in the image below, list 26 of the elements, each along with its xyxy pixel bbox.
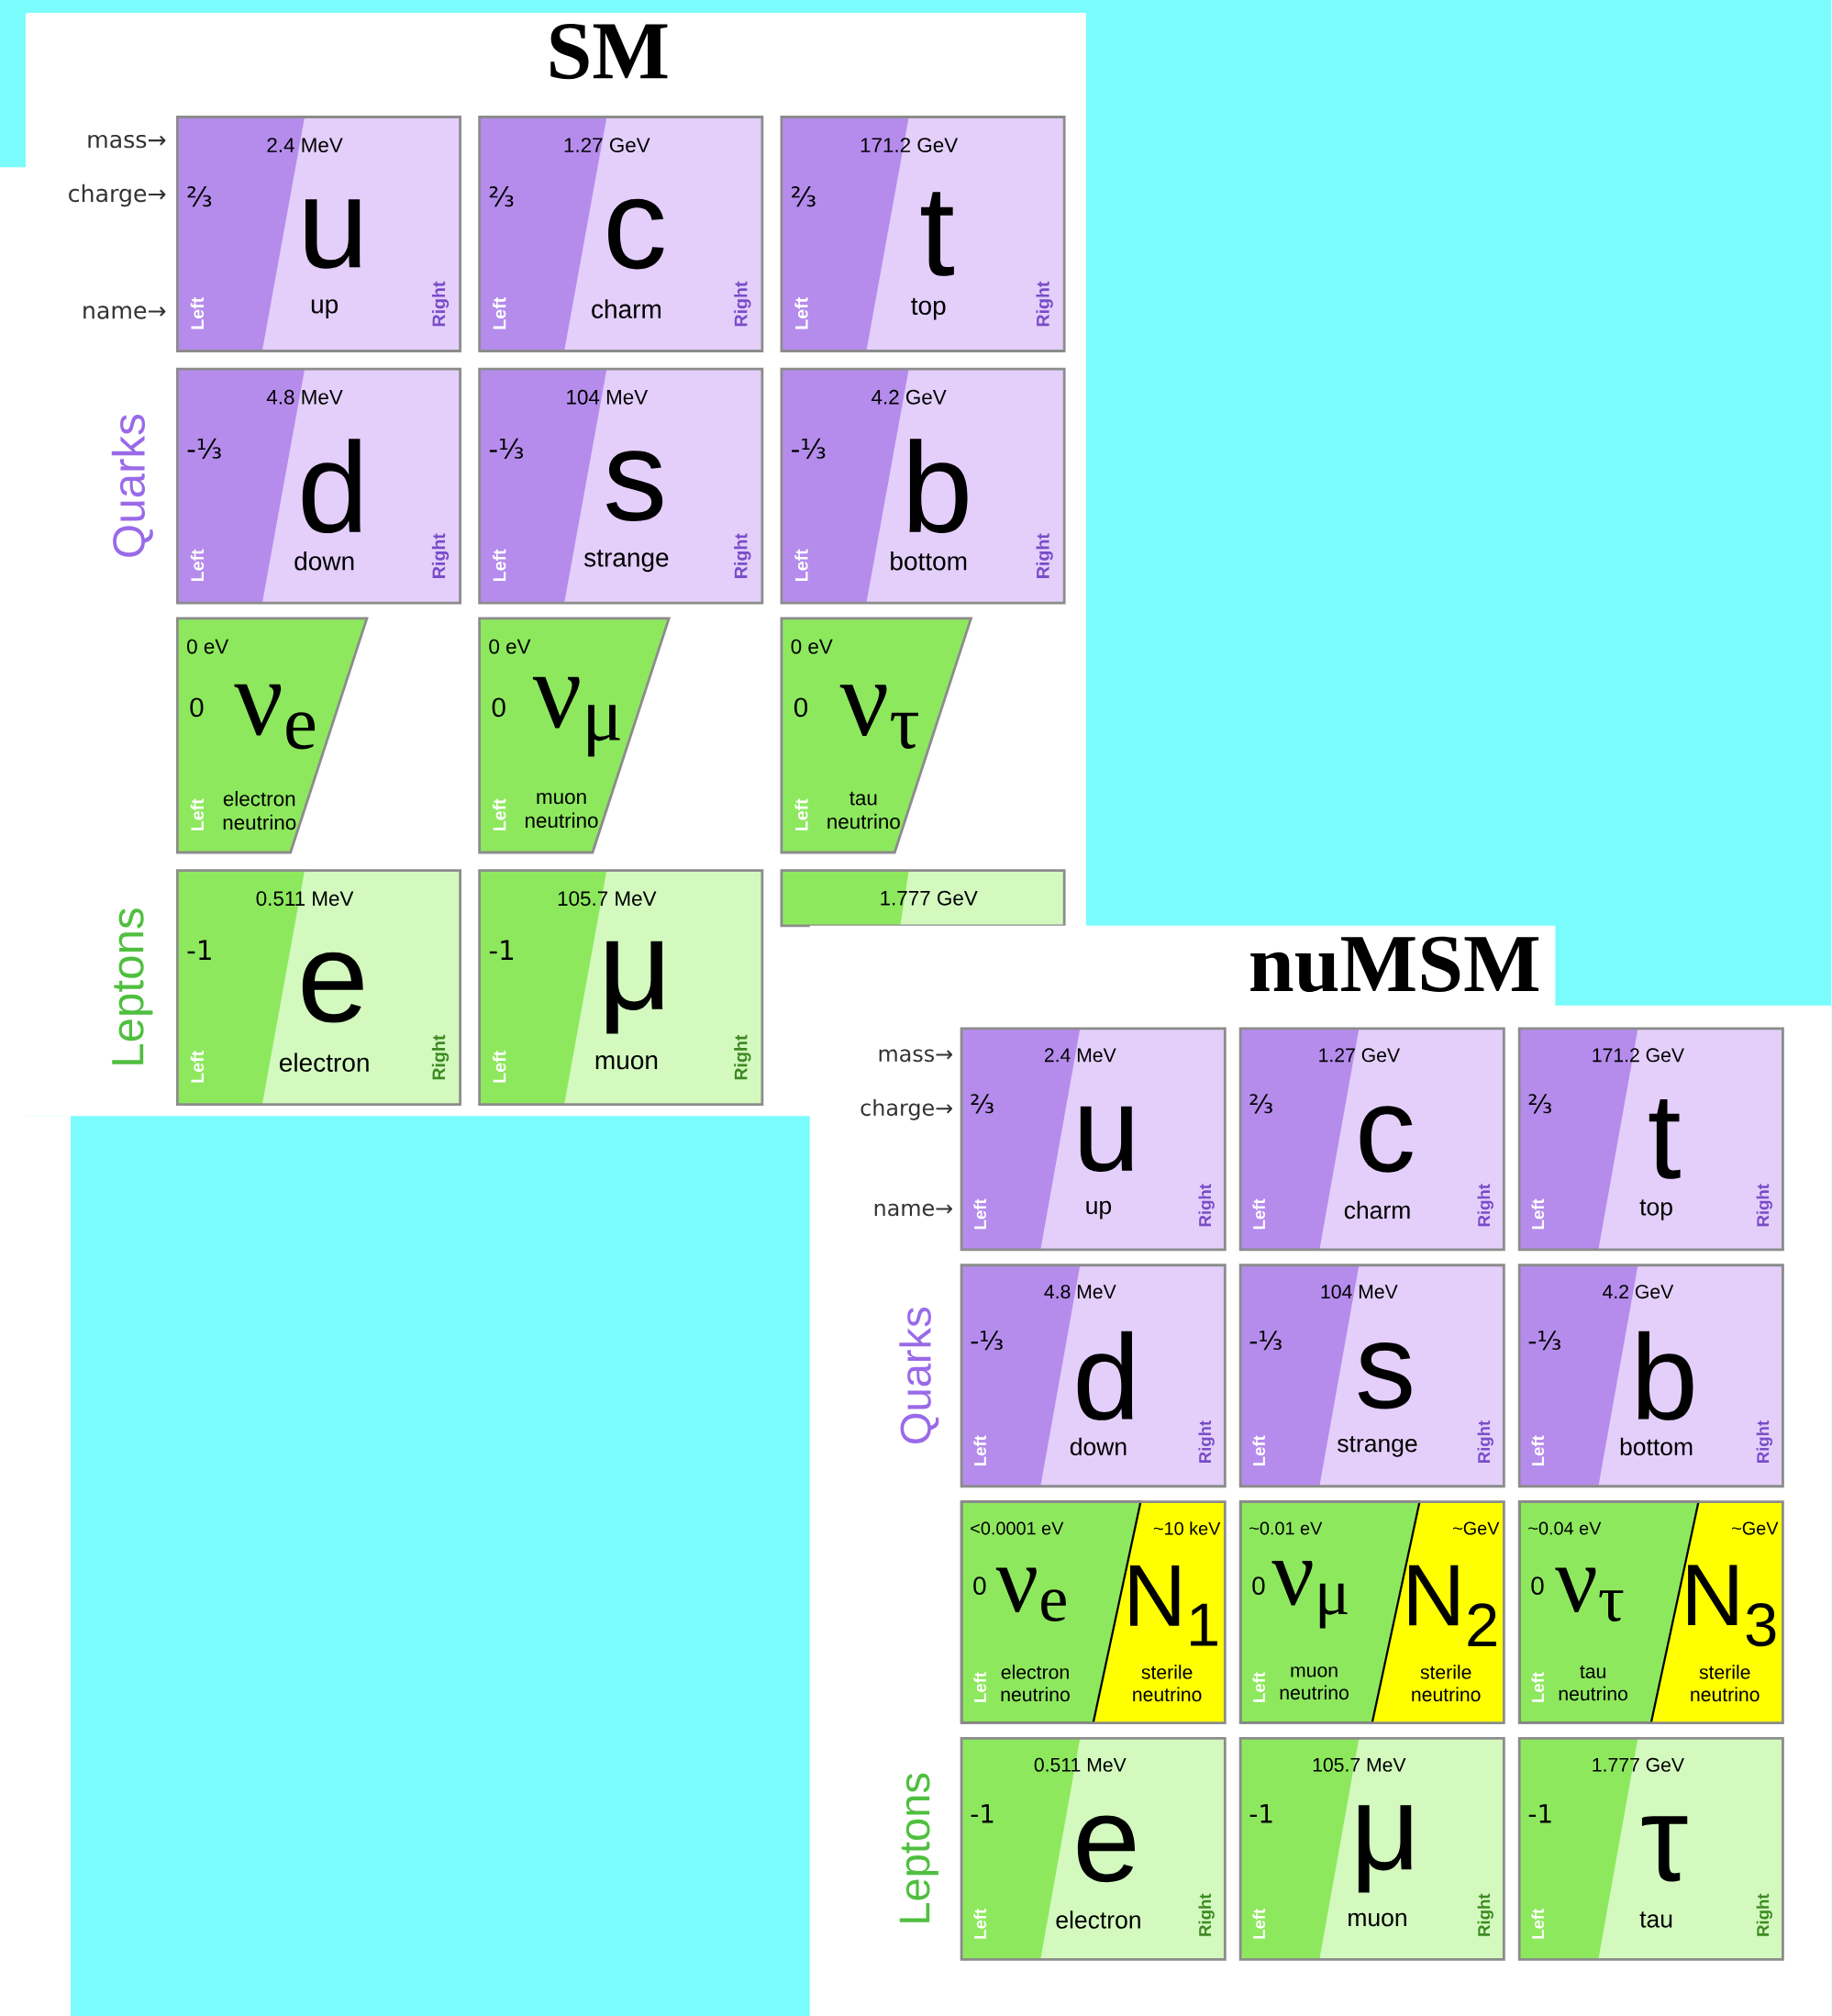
group-label: Leptons <box>899 1773 939 1922</box>
panel-title: nuMSM <box>1250 936 1539 993</box>
particle-card: 4.2 GeV -⅓ b bottom Left Right <box>1517 1264 1784 1488</box>
particle-card: 105.7 MeV -1 μ muon Left Right <box>478 869 764 1106</box>
particle-card: 2.4 MeV ⅔ u up Left Right <box>960 1027 1227 1252</box>
particle-card: 1.777 GeV <box>780 869 1066 928</box>
particle-card: 171.2 GeV ⅔ t top Left Right <box>780 116 1066 352</box>
particle-card: 4.8 MeV -⅓ d down Left Right <box>176 367 462 605</box>
particle-card: 104 MeV -⅓ s strange Left Right <box>478 367 764 605</box>
particle-card: 104 MeV -⅓ s strange Left Right <box>1238 1264 1505 1488</box>
group-label: Quarks <box>899 1308 939 1443</box>
particle-card: 0.511 MeV -1 e electron Left Right <box>960 1736 1227 1961</box>
particle-card: 2.4 MeV ⅔ u up Left Right <box>176 116 462 352</box>
particle-card: 105.7 MeV -1 μ muon Left Right <box>1238 1736 1505 1961</box>
particle-card: 171.2 GeV ⅔ t top Left Right <box>1517 1027 1784 1252</box>
particle-card: 4.8 MeV -⅓ d down Left Right <box>960 1264 1227 1488</box>
particle-card: 4.2 GeV -⅓ b bottom Left Right <box>780 367 1066 605</box>
group-label: Quarks <box>111 414 153 557</box>
row-label: name→ <box>874 1203 953 1217</box>
row-label: name→ <box>83 306 166 319</box>
particle-card: 0.511 MeV -1 e electron Left Right <box>176 869 462 1106</box>
panel-title: SM <box>550 23 668 80</box>
group-label: Leptons <box>112 908 153 1064</box>
particle-card: 1.27 GeV ⅔ c charm Left Right <box>478 116 764 352</box>
particle-card: 1.27 GeV ⅔ c charm Left Right <box>1238 1027 1505 1252</box>
particle-card: 1.777 GeV -1 τ tau Left Right <box>1517 1736 1784 1961</box>
